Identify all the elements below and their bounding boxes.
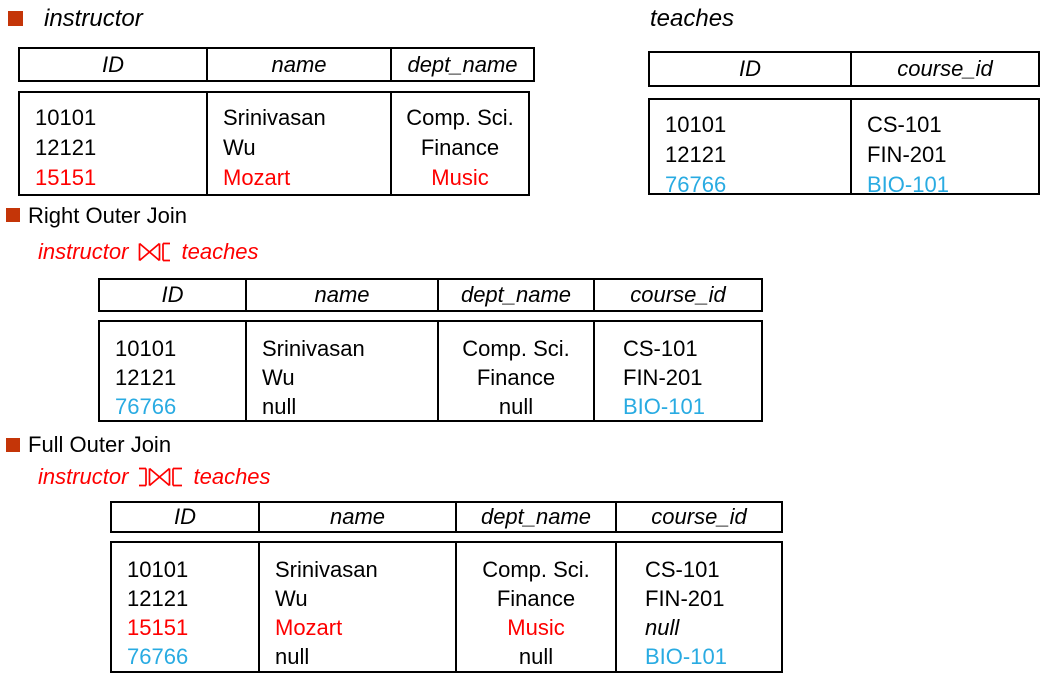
expression-left-relation: instructor xyxy=(38,464,129,489)
column-header-name: name xyxy=(247,280,439,310)
column-header-name: name xyxy=(208,49,392,80)
table-cell: Wu xyxy=(262,365,295,390)
column-id: 10101 12121 15151 xyxy=(20,93,208,194)
teaches-table-header: ID course_id xyxy=(648,51,1040,87)
table-cell: CS-101 xyxy=(623,336,698,361)
table-cell: null xyxy=(275,644,310,669)
table-cell: Music xyxy=(431,165,489,190)
table-cell: BIO-101 xyxy=(645,644,727,669)
full-outer-join-table-body: 10101 12121 15151 76766 Srinivasan Wu Mo… xyxy=(110,541,783,673)
table-cell: 12121 xyxy=(35,135,97,160)
column-course-id: CS-101 FIN-201 null BIO-101 xyxy=(617,543,781,671)
table-cell: Finance xyxy=(476,365,556,390)
table-cell: 15151 xyxy=(127,615,189,640)
full-outer-join-expression: instructor teaches xyxy=(38,463,271,491)
table-cell: Srinivasan xyxy=(275,557,378,582)
column-dept-name: Comp. Sci. Finance null xyxy=(439,322,595,420)
table-cell: Finance xyxy=(496,586,576,611)
column-id: 10101 12121 15151 76766 xyxy=(112,543,260,671)
column-header-dept-name: dept_name xyxy=(439,280,595,310)
column-header-name: name xyxy=(260,503,457,531)
table-cell: 76766 xyxy=(115,394,177,419)
bullet-square-icon xyxy=(6,208,20,222)
column-name: Srinivasan Wu Mozart null xyxy=(260,543,457,671)
column-id: 10101 12121 76766 xyxy=(650,100,852,197)
table-cell: 10101 xyxy=(35,105,97,130)
table-cell: Mozart xyxy=(223,165,291,190)
instructor-relation-title: instructor xyxy=(44,5,143,32)
table-cell: 12121 xyxy=(127,586,189,611)
right-outer-join-label: Right Outer Join xyxy=(28,203,187,228)
column-name: Srinivasan Wu null xyxy=(247,322,439,420)
table-cell: 10101 xyxy=(115,336,177,361)
right-outer-join-expression: instructor teaches xyxy=(38,238,259,266)
bullet-square-icon xyxy=(8,11,23,26)
table-cell: null xyxy=(518,644,554,669)
table-cell: 15151 xyxy=(35,165,97,190)
table-cell: 12121 xyxy=(115,365,177,390)
table-cell: Finance xyxy=(420,135,500,160)
expression-right-relation: teaches xyxy=(193,464,271,489)
table-cell: Mozart xyxy=(275,615,343,640)
table-cell: FIN-201 xyxy=(623,365,703,390)
table-cell: 76766 xyxy=(127,644,189,669)
column-dept-name: Comp. Sci. Finance Music null xyxy=(457,543,617,671)
table-cell: null xyxy=(645,615,680,640)
right-outer-join-symbol-icon xyxy=(139,242,171,262)
table-cell: Comp. Sci. xyxy=(462,336,570,361)
table-cell: Wu xyxy=(223,135,256,160)
table-cell: FIN-201 xyxy=(867,142,947,167)
full-outer-join-label: Full Outer Join xyxy=(28,432,172,457)
column-header-dept-name: dept_name xyxy=(457,503,617,531)
full-outer-join-table-header: ID name dept_name course_id xyxy=(110,501,783,533)
column-name: Srinivasan Wu Mozart xyxy=(208,93,392,194)
column-course-id: CS-101 FIN-201 BIO-101 xyxy=(595,322,761,420)
right-outer-join-table-body: 10101 12121 76766 Srinivasan Wu null Com… xyxy=(98,320,763,422)
table-cell: Music xyxy=(507,615,565,640)
table-cell: Comp. Sci. xyxy=(406,105,514,130)
table-cell: 12121 xyxy=(665,142,727,167)
table-cell: null xyxy=(262,394,297,419)
column-header-course-id: course_id xyxy=(897,56,993,81)
table-cell: null xyxy=(498,394,534,419)
table-cell: CS-101 xyxy=(645,557,720,582)
full-outer-join-symbol-icon xyxy=(139,467,183,487)
column-course-id: CS-101 FIN-201 BIO-101 xyxy=(852,100,1038,197)
table-cell: BIO-101 xyxy=(867,172,949,197)
column-header-id: ID xyxy=(100,280,247,310)
table-cell: FIN-201 xyxy=(645,586,725,611)
table-cell: Srinivasan xyxy=(262,336,365,361)
table-cell: BIO-101 xyxy=(623,394,705,419)
table-cell: Srinivasan xyxy=(223,105,326,130)
expression-right-relation: teaches xyxy=(181,239,259,264)
expression-left-relation: instructor xyxy=(38,239,129,264)
column-header-course-id: course_id xyxy=(630,282,726,307)
column-header-id: ID xyxy=(20,49,208,80)
teaches-table-body: 10101 12121 76766 CS-101 FIN-201 BIO-101 xyxy=(648,98,1040,197)
table-cell: 10101 xyxy=(127,557,189,582)
table-cell: Wu xyxy=(275,586,308,611)
column-header-dept-name: dept_name xyxy=(407,51,518,77)
instructor-table-header: ID name dept_name xyxy=(18,47,535,82)
instructor-table-body: 10101 12121 15151 Srinivasan Wu Mozart C… xyxy=(18,91,530,196)
table-cell: 76766 xyxy=(665,172,727,197)
column-dept-name: Comp. Sci. Finance Music xyxy=(392,93,528,194)
table-cell: 10101 xyxy=(665,112,727,137)
column-header-id: ID xyxy=(112,503,260,531)
column-id: 10101 12121 76766 xyxy=(100,322,247,420)
bullet-square-icon xyxy=(6,438,20,452)
table-cell: CS-101 xyxy=(867,112,942,137)
table-cell: Comp. Sci. xyxy=(482,557,590,582)
teaches-relation-title: teaches xyxy=(650,5,735,32)
column-header-course-id: course_id xyxy=(651,504,747,529)
right-outer-join-table-header: ID name dept_name course_id xyxy=(98,278,763,312)
column-header-id: ID xyxy=(650,53,852,85)
